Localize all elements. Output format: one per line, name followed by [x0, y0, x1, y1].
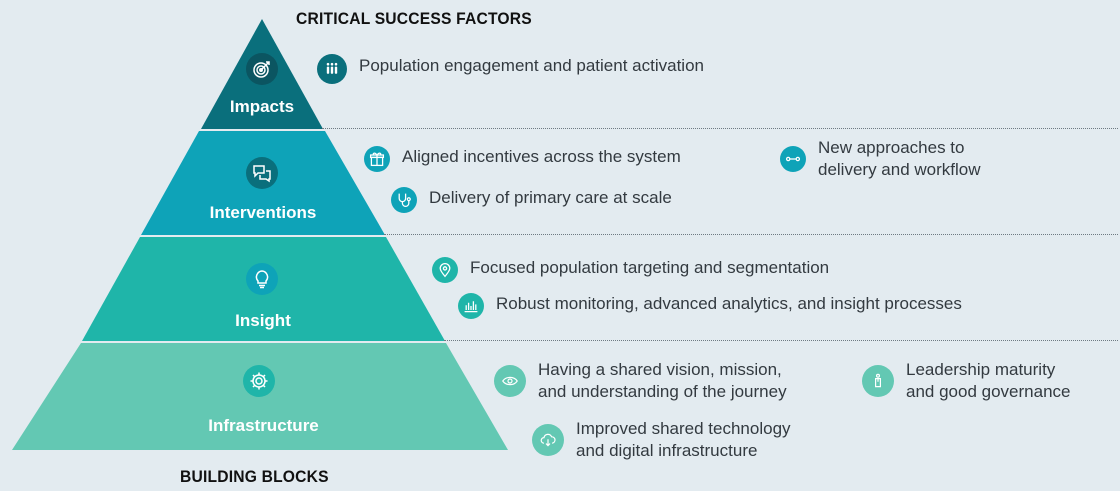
- tier-label-interventions: Interventions: [209, 203, 317, 222]
- factor-population-engagement: Population engagement and patient activa…: [317, 54, 704, 84]
- gift-icon: [364, 146, 390, 172]
- tier-label-infrastructure: Infrastructure: [208, 416, 319, 435]
- factor-aligned-incentives: Aligned incentives across the system: [364, 146, 681, 172]
- stethoscope-icon: [391, 187, 417, 213]
- leader-icon: [862, 365, 894, 397]
- separator-insight: [444, 340, 1118, 341]
- tier-label-impacts: Impacts: [229, 97, 295, 116]
- factor-text: Aligned incentives across the system: [402, 147, 681, 166]
- separator-impacts: [322, 128, 1118, 129]
- factor-text: Improved shared technology and digital i…: [576, 419, 791, 460]
- factor-text: Delivery of primary care at scale: [429, 188, 672, 207]
- tier-label-insight: Insight: [235, 311, 291, 330]
- factor-improved-technology: Improved shared technology and digital i…: [532, 418, 791, 462]
- factor-robust-monitoring: Robust monitoring, advanced analytics, a…: [458, 293, 962, 319]
- factor-primary-care: Delivery of primary care at scale: [391, 187, 672, 213]
- chat-icon: [246, 157, 278, 189]
- gear-icon: [243, 365, 275, 397]
- header-building-blocks: BUILDING BLOCKS: [180, 467, 329, 486]
- people-icon: [317, 54, 347, 84]
- factor-text: Having a shared vision, mission, and und…: [538, 360, 787, 401]
- bar-chart-icon: [458, 293, 484, 319]
- factor-text: Focused population targeting and segment…: [470, 258, 830, 277]
- target-icon: [246, 53, 278, 85]
- factor-shared-vision: Having a shared vision, mission, and und…: [494, 359, 787, 403]
- eye-icon: [494, 365, 526, 397]
- lightbulb-icon: [246, 263, 278, 295]
- factor-text: Leadership maturity and good governance: [906, 360, 1071, 401]
- factor-text: Population engagement and patient activa…: [359, 56, 704, 75]
- factor-text: Robust monitoring, advanced analytics, a…: [496, 294, 962, 313]
- factor-new-approaches: New approaches to delivery and workflow: [780, 137, 981, 181]
- workflow-icon: [780, 146, 806, 172]
- header-critical-success-factors: CRITICAL SUCCESS FACTORS: [296, 9, 532, 28]
- cloud-icon: [532, 424, 564, 456]
- factor-leadership-maturity: Leadership maturity and good governance: [862, 359, 1070, 403]
- location-pin-icon: [432, 257, 458, 283]
- factor-population-targeting: Focused population targeting and segment…: [432, 257, 829, 283]
- factor-text: New approaches to delivery and workflow: [818, 138, 981, 179]
- separator-interventions: [384, 234, 1118, 235]
